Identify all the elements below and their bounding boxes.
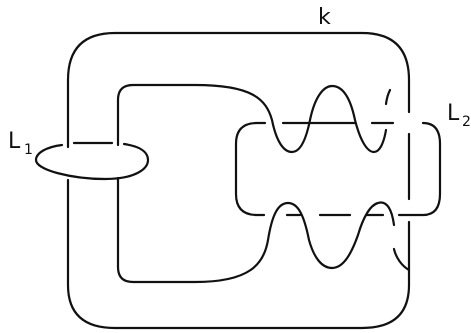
link-l1-front-arc [34, 142, 150, 181]
link-l1-letter: L [8, 129, 21, 154]
link-l1-label: L 1 [8, 129, 33, 158]
knot-k-inner-strand [116, 83, 411, 284]
link-l2-subscript: 2 [462, 114, 471, 130]
link-l2-label: L 2 [447, 101, 471, 130]
knot-k-label: k [318, 5, 331, 30]
link-l2-letter: L [447, 101, 460, 126]
link-l1-subscript: 1 [24, 142, 33, 158]
link-l2-ring [234, 121, 442, 217]
knot-k-outer-strand [66, 31, 411, 330]
